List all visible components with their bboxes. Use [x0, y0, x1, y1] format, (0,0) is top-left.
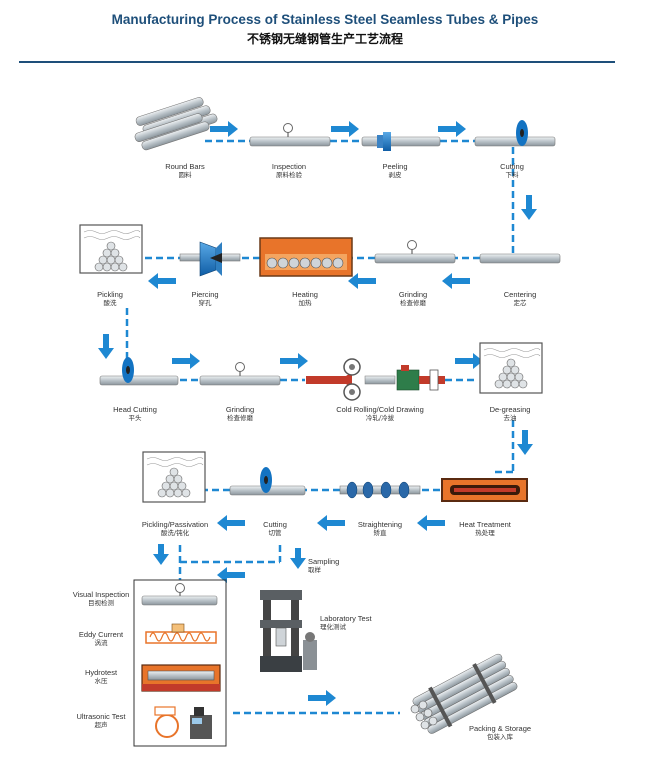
peeling-icon — [361, 132, 441, 151]
cold-rolling-icon — [306, 358, 445, 401]
hydrotest-icon — [141, 664, 221, 692]
title-chinese: 不锈钢无缝钢管生产工艺流程 — [246, 32, 403, 46]
centering-icon — [479, 253, 561, 264]
heat-treatment-icon — [441, 478, 528, 502]
head-cutting-icon — [99, 357, 179, 386]
cutting-icon-2 — [229, 467, 306, 496]
title-english: Manufacturing Process of Stainless Steel… — [111, 12, 539, 27]
eddy-current-icon — [145, 623, 217, 644]
visual-inspection-icon — [141, 583, 218, 606]
inspection-icon — [249, 123, 331, 147]
pickling-tank-icon-1 — [79, 224, 143, 274]
packing-bundle-icon — [410, 653, 518, 734]
title-divider — [19, 61, 615, 63]
round-bars-icon — [134, 97, 218, 151]
flow-lines — [125, 139, 515, 715]
cutting-icon-1 — [474, 120, 556, 147]
grinding-icon-2 — [199, 362, 281, 386]
degreasing-tank-icon — [479, 342, 543, 394]
ultrasonic-test-icon — [154, 706, 212, 739]
testing-frame — [133, 579, 227, 747]
heating-furnace-icon — [259, 237, 353, 277]
flow-arrows — [98, 121, 537, 706]
grinding-icon-1 — [374, 240, 456, 264]
piercing-icon — [179, 241, 241, 277]
laboratory-test-machine-icon — [260, 590, 317, 672]
pickling-tank-icon-2 — [142, 451, 206, 503]
straightening-icon — [339, 481, 421, 499]
